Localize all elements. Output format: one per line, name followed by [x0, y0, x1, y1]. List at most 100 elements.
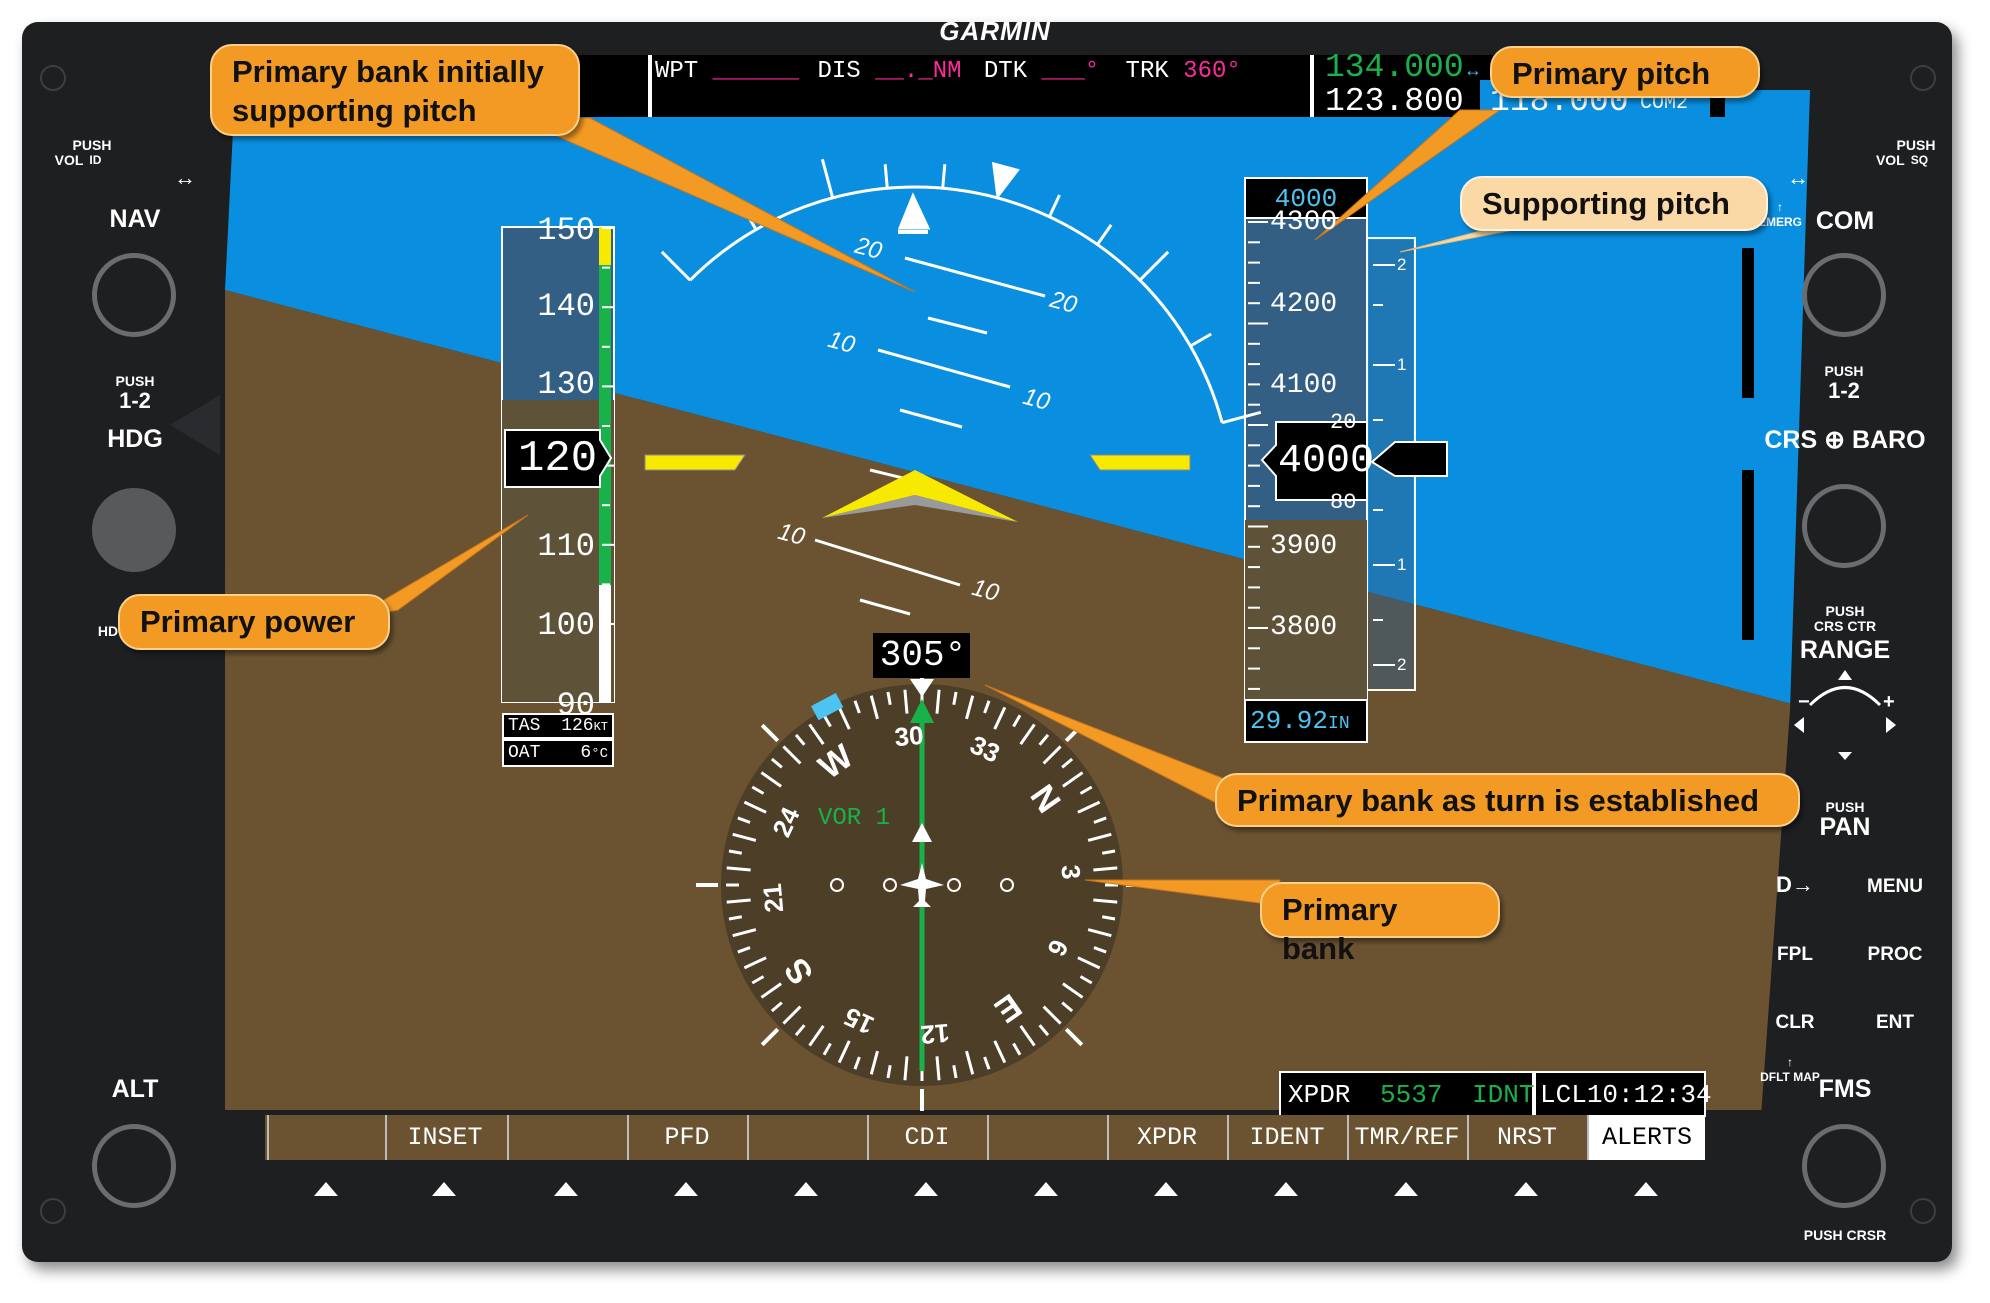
brand-logo: GARMIN	[939, 16, 1051, 46]
compass-tick	[983, 700, 991, 714]
ent-button[interactable]: ENT	[1876, 1012, 1914, 1033]
com-swap-arrow-icon[interactable]: ↔	[1787, 165, 1809, 190]
pitch-line	[904, 256, 1046, 298]
range-joystick-icon[interactable]: − +	[1780, 660, 1910, 760]
fpl-button[interactable]: FPL	[1777, 944, 1813, 965]
airspeed-tick-label: 140	[537, 288, 595, 325]
airspeed-tick-label: 150	[537, 212, 595, 249]
compass-tick	[728, 915, 743, 921]
heading-bug[interactable]	[811, 693, 844, 721]
sky	[225, 90, 1815, 710]
compass-tick	[993, 706, 1007, 730]
screw	[1910, 1198, 1936, 1224]
compass-tick	[822, 1042, 832, 1056]
compass-tick	[1093, 866, 1118, 872]
proc-button[interactable]: PROC	[1867, 944, 1923, 965]
compass-tick	[993, 1040, 1007, 1064]
compass-tick	[1077, 956, 1101, 970]
softkey-button[interactable]	[1271, 1178, 1301, 1214]
softkey-button[interactable]	[1151, 1178, 1181, 1214]
compass-tick	[737, 816, 751, 824]
compass-tick	[965, 1050, 975, 1075]
dis-value: __._NM	[875, 58, 962, 85]
softkey-label: IDENT	[1227, 1115, 1345, 1160]
compass-tick	[1062, 771, 1084, 788]
wpt-value: ______	[712, 58, 800, 85]
push-crsr-label: PUSH CRSR	[1803, 1227, 1887, 1243]
compass-tick	[743, 800, 767, 814]
compass-tick	[770, 757, 783, 769]
alt-knob[interactable]	[92, 1124, 176, 1208]
nav-source[interactable]: VOR 1	[818, 805, 891, 832]
altitude-readout-box	[1260, 421, 1368, 501]
pitch-line	[814, 538, 961, 587]
softkey-label	[267, 1115, 385, 1160]
softkey-button[interactable]	[429, 1178, 459, 1214]
oat-value: 6	[580, 743, 592, 763]
softkey-button[interactable]	[1511, 1178, 1541, 1214]
roll-pointer	[897, 192, 931, 230]
softkey-button[interactable]	[1391, 1178, 1421, 1214]
compass-card-label: 3	[1055, 863, 1087, 881]
roll-tick	[820, 158, 835, 199]
baro-setting[interactable]: 29.92IN	[1250, 706, 1350, 736]
com-active-freq[interactable]: 134.000	[1325, 49, 1464, 86]
softkey-label	[747, 1115, 865, 1160]
hdg-knob[interactable]	[92, 488, 176, 572]
softkey-button[interactable]	[311, 1178, 341, 1214]
softkey-button[interactable]	[911, 1178, 941, 1214]
softkey-button[interactable]	[1031, 1178, 1061, 1214]
softkey-button[interactable]	[671, 1178, 701, 1214]
swap-arrow-icon[interactable]: ↔	[174, 165, 196, 190]
screw	[1910, 65, 1936, 91]
compass-tick	[1019, 723, 1036, 745]
compass-tick	[743, 956, 767, 970]
compass-tick	[1062, 982, 1084, 999]
menu-button[interactable]: MENU	[1867, 876, 1923, 897]
vsi-tick-label: 1	[1397, 555, 1407, 574]
compass-tick	[1077, 800, 1101, 814]
direct-to-button[interactable]: D→	[1776, 872, 1814, 897]
clr-button[interactable]: CLR	[1775, 1012, 1815, 1033]
softkey-label: XPDR	[1107, 1115, 1225, 1160]
heading-readout-box	[873, 633, 970, 678]
altitude-roll-above: 20	[1330, 410, 1357, 435]
oat-unit: °C	[591, 746, 608, 762]
airspeed-current: 120	[518, 434, 598, 484]
emerg-label: ↑EMERG	[1757, 200, 1802, 229]
crs-baro-knob[interactable]	[1802, 484, 1886, 568]
callout-primary-pitch: Primary pitch	[1490, 46, 1760, 98]
roll-tick	[1138, 250, 1170, 282]
fms-label: FMS	[1818, 1075, 1872, 1103]
lcl-label: LCL	[1540, 1080, 1587, 1110]
com-knob[interactable]	[1802, 253, 1886, 337]
hdg-label: HDG	[107, 425, 163, 453]
nav-knob[interactable]	[92, 253, 176, 337]
softkey-label: CDI	[867, 1115, 985, 1160]
compass-tick	[794, 733, 806, 746]
xpdr-mode: IDNT	[1472, 1080, 1535, 1110]
pitch-line	[927, 316, 988, 335]
local-time: LCL10:12:34	[1540, 1075, 1712, 1115]
softkey-button[interactable]	[551, 1178, 581, 1214]
softkey-button[interactable]	[1631, 1178, 1661, 1214]
dtk-value: ___°	[1041, 58, 1100, 85]
selected-altitude[interactable]: 4000	[1274, 184, 1338, 214]
compass-tick	[1061, 1001, 1074, 1013]
alt-label: ALT	[111, 1075, 159, 1103]
crs-baro-label: CRS ⊕ BARO	[1764, 426, 1926, 454]
compass-tick	[853, 700, 861, 714]
softkey-label: ALERTS	[1587, 1115, 1705, 1160]
com-label: COM	[1815, 207, 1875, 235]
compass-tick	[737, 946, 751, 954]
xpdr-status[interactable]: XPDR 5537 IDNT	[1288, 1075, 1534, 1115]
softkey-button[interactable]	[791, 1178, 821, 1214]
com-standby-freq[interactable]: 123.800	[1325, 83, 1464, 120]
compass-tick	[1061, 757, 1074, 769]
com-swap-icon[interactable]: ↔	[1464, 60, 1482, 80]
compass-tick	[1012, 714, 1022, 728]
pitch-ladder	[814, 256, 1046, 616]
fms-knob[interactable]	[1802, 1124, 1886, 1208]
compass-tick	[751, 785, 765, 795]
